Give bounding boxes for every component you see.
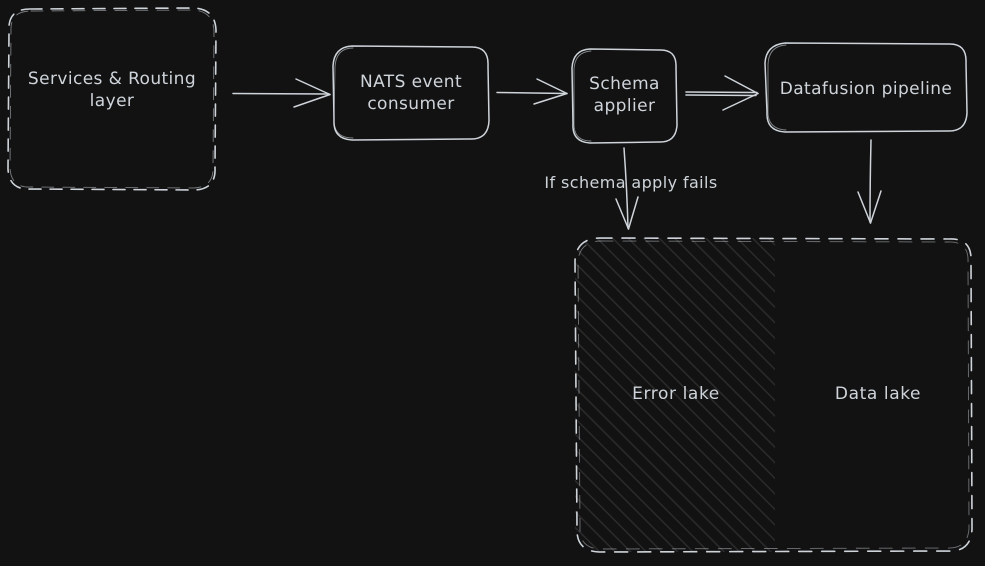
- lake-container-shape[interactable]: [574, 237, 973, 553]
- error-lake-hatch-fill: [575, 238, 775, 552]
- error-lake-label: Error lake: [632, 384, 720, 404]
- schema-applier-shape[interactable]: [571, 48, 678, 144]
- edge-label-if-schema-apply-fails: If schema apply fails: [544, 173, 718, 192]
- arrow-services-to-nats[interactable]: [232, 78, 331, 108]
- services-routing-layer-shape[interactable]: [7, 7, 217, 191]
- arrow-schema-to-error-lake[interactable]: [615, 147, 639, 230]
- arrow-datafusion-to-data-lake[interactable]: [857, 139, 882, 224]
- data-lake-label: Data lake: [834, 384, 922, 404]
- datafusion-pipeline-shape[interactable]: [764, 42, 968, 133]
- nats-event-consumer-shape[interactable]: [332, 45, 490, 141]
- arrow-nats-to-schema[interactable]: [496, 78, 568, 105]
- arrow-schema-to-datafusion[interactable]: [685, 75, 759, 111]
